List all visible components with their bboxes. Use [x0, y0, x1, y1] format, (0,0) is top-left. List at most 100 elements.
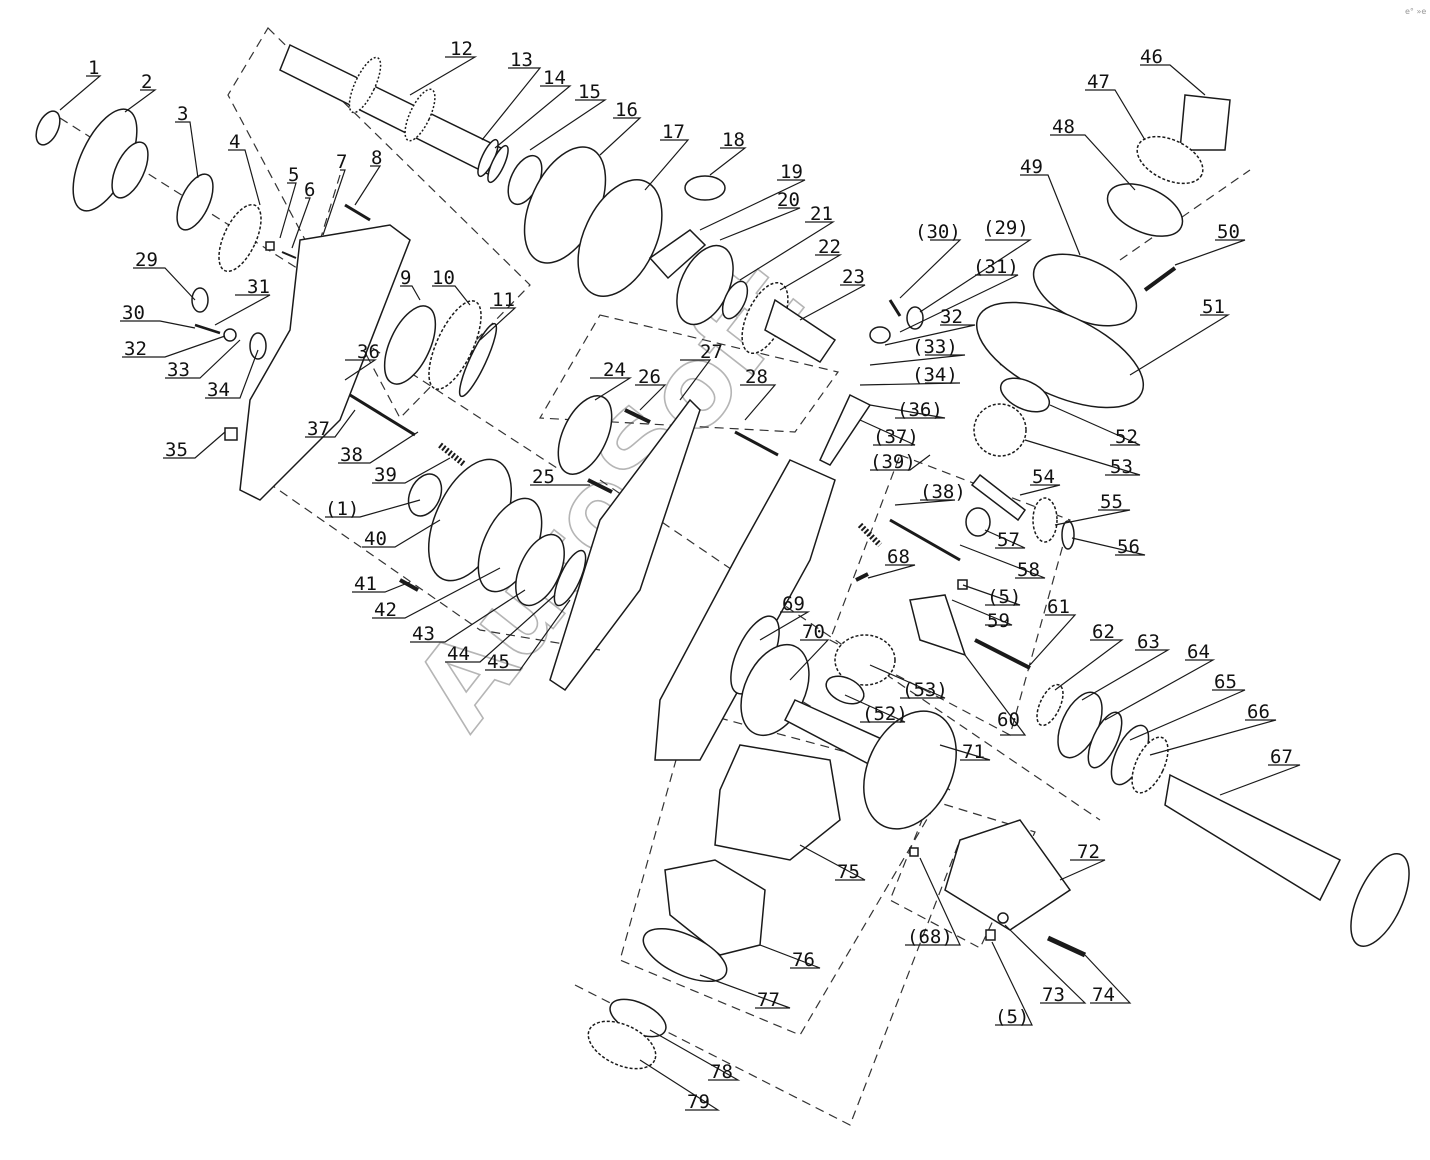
part-62-nut — [1036, 683, 1064, 727]
label-15: 15 — [578, 81, 601, 103]
part-67-flange — [1350, 852, 1410, 948]
part-39-spring — [438, 442, 467, 468]
part-29-plug-b — [906, 306, 924, 330]
part-34-bushing — [249, 332, 267, 360]
part-27-housing — [654, 459, 836, 761]
label-49: 49 — [1020, 156, 1043, 178]
label-38: 38 — [340, 444, 363, 466]
label-32: 32 — [124, 338, 147, 360]
label-64: 64 — [1187, 641, 1210, 663]
part-26-bolt — [624, 408, 651, 424]
part-61-bolt — [974, 638, 1031, 670]
part-46-coupler — [1179, 94, 1231, 151]
label-60: 60 — [997, 709, 1020, 731]
label-30-ref: (30) — [915, 221, 961, 243]
part-3-seal — [176, 173, 214, 231]
label-70: 70 — [802, 621, 825, 643]
label-44: 44 — [447, 643, 470, 665]
label-21: 21 — [810, 203, 833, 225]
label-50: 50 — [1217, 221, 1240, 243]
part-29-plug — [191, 287, 209, 313]
label-42: 42 — [374, 599, 397, 621]
label-25: 25 — [532, 466, 555, 488]
label-73: 73 — [1042, 984, 1065, 1006]
part-32-ball — [223, 328, 237, 342]
label-5: 5 — [288, 164, 299, 186]
label-52: 52 — [1115, 426, 1138, 448]
corner-note: e° »e — [1405, 7, 1426, 16]
callout-labels: 1 2 3 4 5 6 7 8 9 10 11 12 13 14 15 16 1… — [88, 38, 1293, 1113]
label-3: 3 — [177, 103, 188, 125]
label-45: 45 — [487, 651, 510, 673]
part-5-bolt — [265, 241, 275, 251]
part-44-ring — [553, 549, 587, 607]
part-68-pin-b — [909, 847, 919, 857]
part-54-pin — [970, 473, 1027, 522]
label-16: 16 — [615, 99, 638, 121]
label-35: 35 — [165, 439, 188, 461]
label-2: 2 — [141, 71, 152, 93]
label-46: 46 — [1140, 46, 1163, 68]
label-72: 72 — [1077, 841, 1100, 863]
label-68: 68 — [887, 546, 910, 568]
label-40: 40 — [364, 528, 387, 550]
label-41: 41 — [354, 573, 377, 595]
label-39: 39 — [374, 464, 397, 486]
label-13: 13 — [510, 49, 533, 71]
label-71: 71 — [962, 741, 985, 763]
part-68-pin — [855, 572, 869, 582]
part-9-bearing — [383, 305, 437, 385]
label-39-ref: (39) — [870, 451, 916, 473]
label-76: 76 — [792, 949, 815, 971]
part-30-pin — [194, 323, 221, 335]
label-24: 24 — [603, 359, 626, 381]
part-27-gasket-plate — [549, 398, 701, 692]
part-53-gear-b — [834, 634, 896, 686]
part-8-bolt — [344, 203, 371, 222]
label-37: 37 — [307, 418, 330, 440]
label-20: 20 — [777, 189, 800, 211]
part-25-bolt — [587, 478, 613, 494]
part-71-flange — [863, 710, 957, 830]
part-52-washer — [999, 377, 1051, 413]
part-4-gear — [218, 203, 262, 273]
label-37-ref: (37) — [873, 426, 919, 448]
label-74: 74 — [1092, 984, 1115, 1006]
label-5-ref: (5) — [987, 586, 1021, 608]
label-47: 47 — [1087, 71, 1110, 93]
part-12-input-shaft — [279, 43, 507, 176]
label-9: 9 — [400, 267, 411, 289]
part-79-nut — [587, 1020, 657, 1070]
label-79: 79 — [687, 1091, 710, 1113]
part-66-gear — [1131, 736, 1169, 794]
label-68-ref: (68) — [907, 926, 953, 948]
part-41-pin — [399, 578, 419, 592]
label-31: 31 — [247, 276, 270, 298]
label-51: 51 — [1202, 296, 1225, 318]
part-5-bolt-c — [957, 579, 968, 590]
label-38-ref: (38) — [920, 481, 966, 503]
label-43: 43 — [412, 623, 435, 645]
label-58: 58 — [1017, 559, 1040, 581]
label-26: 26 — [638, 366, 661, 388]
label-27: 27 — [700, 341, 723, 363]
label-53: 53 — [1110, 456, 1133, 478]
label-36: 36 — [357, 341, 380, 363]
label-1: 1 — [88, 57, 99, 79]
label-53-ref: (53) — [902, 679, 948, 701]
parts-drawing — [35, 43, 1410, 1070]
label-56: 56 — [1117, 536, 1140, 558]
part-58-rod — [889, 518, 961, 562]
part-30-pin-b — [888, 299, 902, 317]
label-36-ref: (36) — [897, 399, 943, 421]
part-23-shaft — [764, 298, 837, 363]
part-37-shaft — [349, 393, 416, 437]
leader-lines — [59, 56, 1301, 1111]
part-19-fork — [648, 229, 707, 280]
label-11: 11 — [492, 289, 515, 311]
part-7-housing — [239, 224, 411, 501]
label-52-ref: (52) — [862, 703, 908, 725]
label-32-b: 32 — [940, 306, 963, 328]
part-47-gear — [1136, 135, 1204, 185]
label-78: 78 — [710, 1061, 733, 1083]
